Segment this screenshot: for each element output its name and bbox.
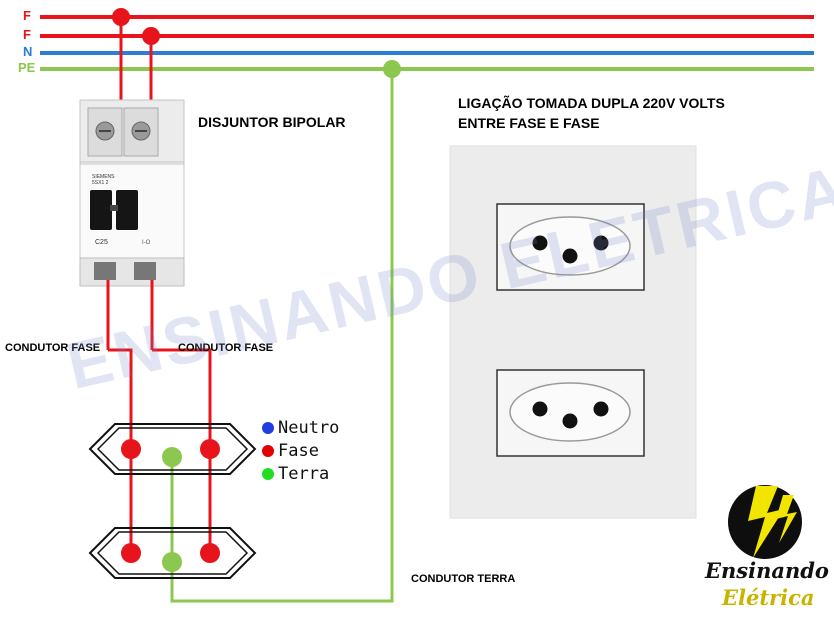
legend-label-neutro: Neutro xyxy=(278,417,340,438)
outlet-symbol-2 xyxy=(88,527,257,579)
diagram-title-line2: ENTRE FASE E FASE xyxy=(458,115,600,131)
legend-item-neutro: Neutro xyxy=(262,416,339,439)
fase-dot-icon xyxy=(262,444,274,457)
junction-f1 xyxy=(112,8,130,26)
terminal-fase-2a xyxy=(121,543,141,563)
conductor-label-fase-right: CONDUTOR FASE xyxy=(178,342,274,354)
breaker-marks: I-O xyxy=(142,240,151,246)
breaker-brand: SIEMENS xyxy=(92,174,115,180)
wire-ground xyxy=(170,69,394,603)
bus-label-f1: F xyxy=(23,8,31,23)
terra-dot-icon xyxy=(262,467,274,480)
breaker-model: 5SX1 2 xyxy=(92,180,109,186)
double-outlet-plate xyxy=(449,145,697,519)
neutro-dot-icon xyxy=(262,421,274,434)
breaker-rating: C25 xyxy=(95,239,108,246)
terminal-fase-1b xyxy=(200,439,220,459)
terminal-terra-2 xyxy=(162,552,182,572)
terminal-terra-1 xyxy=(162,447,182,467)
terminal-fase-2b xyxy=(200,543,220,563)
conductor-label-terra: CONDUTOR TERRA xyxy=(411,573,516,585)
logo-text-line2: Elétrica xyxy=(722,585,815,610)
junction-pe xyxy=(383,60,401,78)
wire-fase-right xyxy=(152,348,212,553)
bipolar-breaker: SIEMENS 5SX1 2 C25 I-O xyxy=(79,99,185,287)
legend-label-terra: Terra xyxy=(278,463,330,484)
bus-label-n: N xyxy=(23,44,33,59)
logo-text-line1: Ensinando xyxy=(705,558,829,583)
legend-label-fase: Fase xyxy=(278,440,319,461)
legend: Neutro Fase Terra xyxy=(262,416,339,485)
wire-fase-left xyxy=(108,348,133,553)
bus-label-f2: F xyxy=(23,27,31,42)
breaker-label: DISJUNTOR BIPOLAR xyxy=(198,114,346,130)
bus-label-pe: PE xyxy=(18,60,36,75)
diagram-title-line1: LIGAÇÃO TOMADA DUPLA 220V VOLTS xyxy=(458,95,725,111)
terminal-fase-1a xyxy=(121,439,141,459)
ensinando-eletrica-logo xyxy=(728,485,802,559)
legend-item-terra: Terra xyxy=(262,462,339,485)
junction-f2 xyxy=(142,27,160,45)
conductor-label-fase-left: CONDUTOR FASE xyxy=(5,342,101,354)
legend-item-fase: Fase xyxy=(262,439,339,462)
outlet-symbol-1 xyxy=(88,423,257,475)
